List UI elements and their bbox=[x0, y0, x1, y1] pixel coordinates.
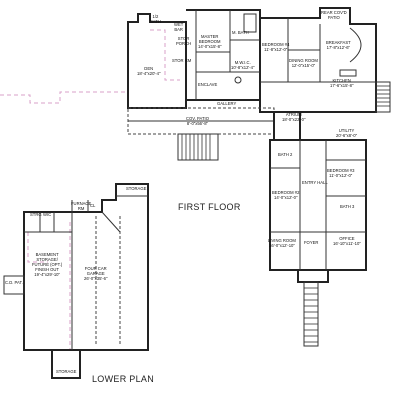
rear-stair bbox=[375, 81, 391, 113]
room-storage-bottom: STORAGE bbox=[56, 369, 77, 374]
room-enclave: ENCLAVE bbox=[198, 82, 218, 87]
front-porch bbox=[297, 270, 329, 283]
room-entry-hall: ENTRY HALL bbox=[302, 180, 328, 185]
room-m-wic: M.W.I.C.10'-8"x12'-4" bbox=[231, 60, 255, 70]
kitchen-island bbox=[339, 69, 357, 77]
right-wing-wall bbox=[259, 7, 377, 113]
toilet bbox=[234, 76, 242, 84]
lower-plan-outline bbox=[23, 183, 149, 351]
room-cd-pat: C.D. PAT. bbox=[5, 280, 23, 285]
pink-reference-line bbox=[0, 91, 128, 104]
room-bath-2: BATH 2 bbox=[278, 152, 293, 157]
lower-wing-wall bbox=[269, 139, 367, 271]
pink-reference-line bbox=[27, 232, 48, 263]
lower-plan-title: LOWER PLAN bbox=[92, 374, 155, 384]
den-wall bbox=[127, 13, 187, 109]
garage-door-slope bbox=[101, 211, 121, 233]
pink-reference-line bbox=[150, 29, 180, 81]
room-foyer: FOYER bbox=[304, 240, 319, 245]
room-strg: STRG bbox=[30, 212, 42, 217]
front-stair bbox=[303, 281, 319, 347]
room-stor-rm: STOR RM bbox=[172, 58, 192, 63]
room-m-bath: M. BATH bbox=[232, 30, 249, 35]
breakfast-bay bbox=[349, 27, 362, 63]
cd-patio-box bbox=[3, 275, 25, 295]
bathtub bbox=[243, 13, 257, 33]
room-bath-3: BATH 3 bbox=[340, 204, 355, 209]
room-gallery: GALLERY bbox=[217, 101, 237, 106]
patio-stair bbox=[177, 133, 219, 161]
room-storage-top: STORAGE bbox=[126, 186, 147, 191]
room-wic: WIC bbox=[43, 212, 52, 217]
first-floor-title: FIRST FLOOR bbox=[178, 202, 241, 212]
room-cl: CL bbox=[90, 203, 96, 208]
master-suite-wall bbox=[186, 9, 261, 101]
lower-storage-wall bbox=[51, 350, 81, 379]
